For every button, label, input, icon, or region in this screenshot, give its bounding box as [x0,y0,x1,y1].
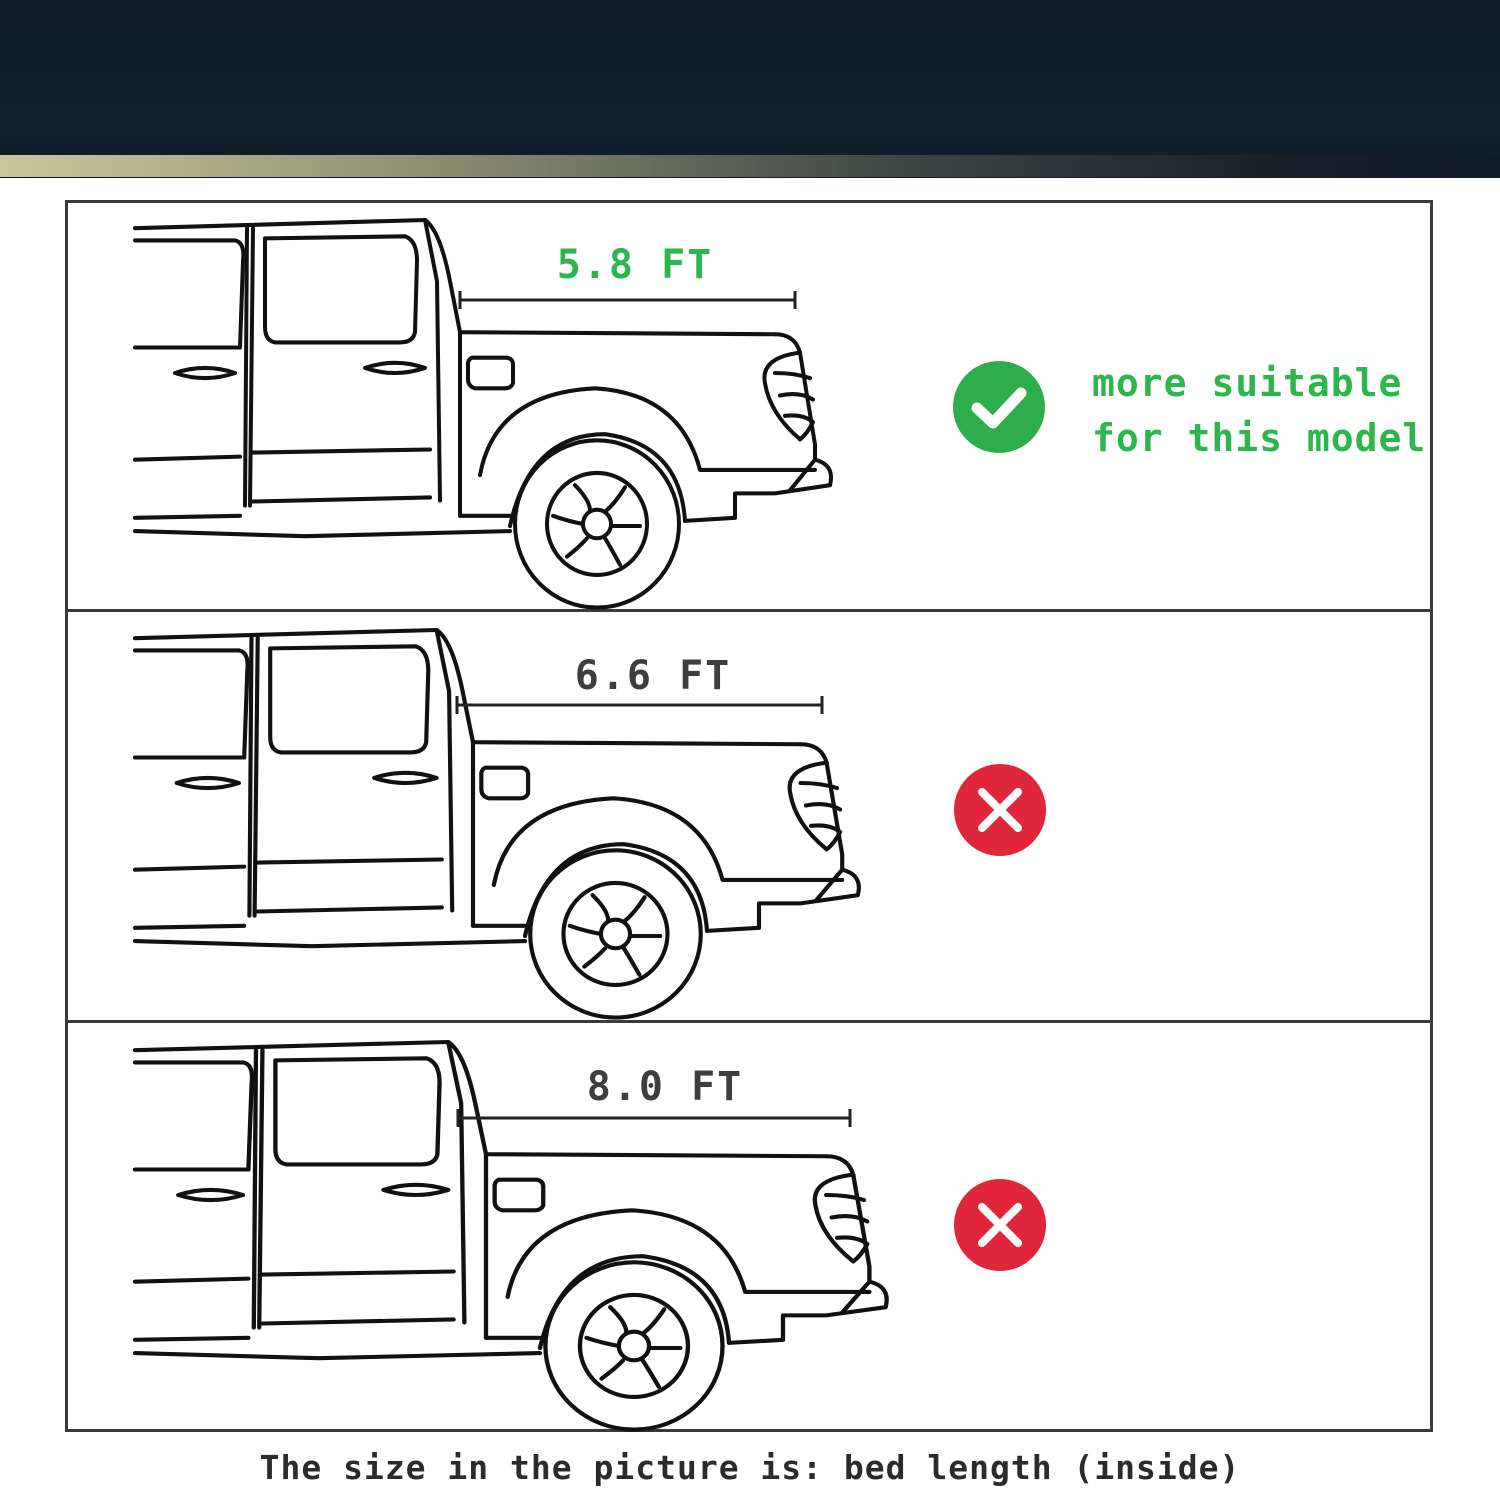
bed-length-label: 6.6 FT [574,653,732,699]
header-banner [0,0,1500,178]
suitable-message: more suitable for this model [1092,356,1427,466]
header-gradient-stripe [0,155,1500,177]
suitable-line-2: for this model [1092,416,1427,460]
bed-length-label: 5.8 FT [556,242,714,288]
panel-divider [65,609,1433,612]
x-circle-icon [954,764,1046,856]
suitable-line-1: more suitable [1092,361,1403,405]
footer-note: The size in the picture is: bed length (… [259,1448,1241,1487]
bed-length-label: 8.0 FT [586,1064,744,1110]
panel-divider [65,1020,1433,1023]
check-circle-icon [953,361,1045,453]
comparison-frame [65,200,1433,1432]
x-circle-icon [954,1179,1046,1271]
bed-measure-lines [455,291,852,1127]
